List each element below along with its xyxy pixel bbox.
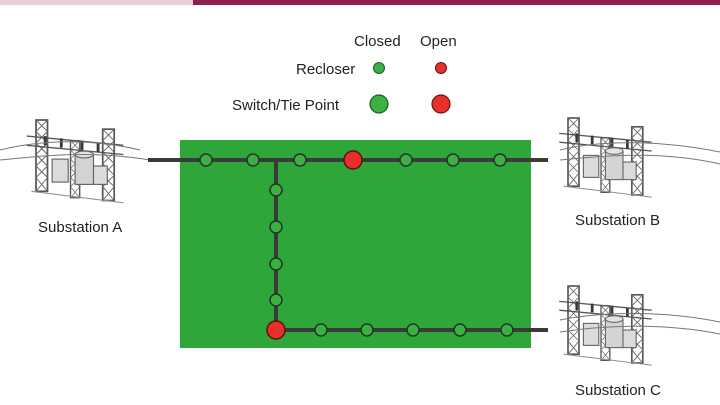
substation-a-label: Substation A — [38, 219, 122, 236]
power-lines-a — [0, 141, 151, 161]
device-layer — [199, 150, 514, 340]
recloser-closed-marker — [399, 153, 413, 167]
recloser-closed-marker — [453, 323, 467, 337]
recloser-closed-marker — [493, 153, 507, 167]
recloser-closed-marker — [269, 257, 283, 271]
switch-open-marker — [343, 150, 363, 170]
recloser-closed-marker — [314, 323, 328, 337]
recloser-closed-marker — [446, 153, 460, 167]
recloser-closed-marker — [406, 323, 420, 337]
recloser-closed-marker — [246, 153, 260, 167]
legend-switch-closed-icon — [369, 94, 389, 114]
legend-recloser-label: Recloser — [296, 61, 355, 78]
legend-switch-open-icon — [431, 94, 451, 114]
legend-recloser-closed-icon — [373, 62, 385, 74]
legend-switch-label: Switch/Tie Point — [232, 97, 340, 114]
substation-a-icon — [27, 120, 124, 203]
power-lines-c — [559, 313, 720, 335]
recloser-closed-marker — [269, 183, 283, 197]
recloser-closed-marker — [269, 220, 283, 234]
recloser-closed-marker — [500, 323, 514, 337]
legend-open-label: Open — [420, 33, 457, 50]
substation-b-label: Substation B — [575, 212, 660, 229]
power-lines-b — [559, 142, 720, 165]
legend-closed-label: Closed — [354, 33, 401, 50]
substation-b-icon — [559, 118, 651, 197]
top-accent-bar-left — [0, 0, 193, 5]
substation-c-label: Substation C — [575, 382, 661, 399]
switch-open-marker — [266, 320, 286, 340]
legend-recloser-open-icon — [435, 62, 447, 74]
recloser-closed-marker — [360, 323, 374, 337]
recloser-closed-marker — [293, 153, 307, 167]
recloser-closed-marker — [199, 153, 213, 167]
network-area — [180, 140, 531, 348]
top-accent-bar-right — [193, 0, 720, 5]
recloser-closed-marker — [269, 293, 283, 307]
